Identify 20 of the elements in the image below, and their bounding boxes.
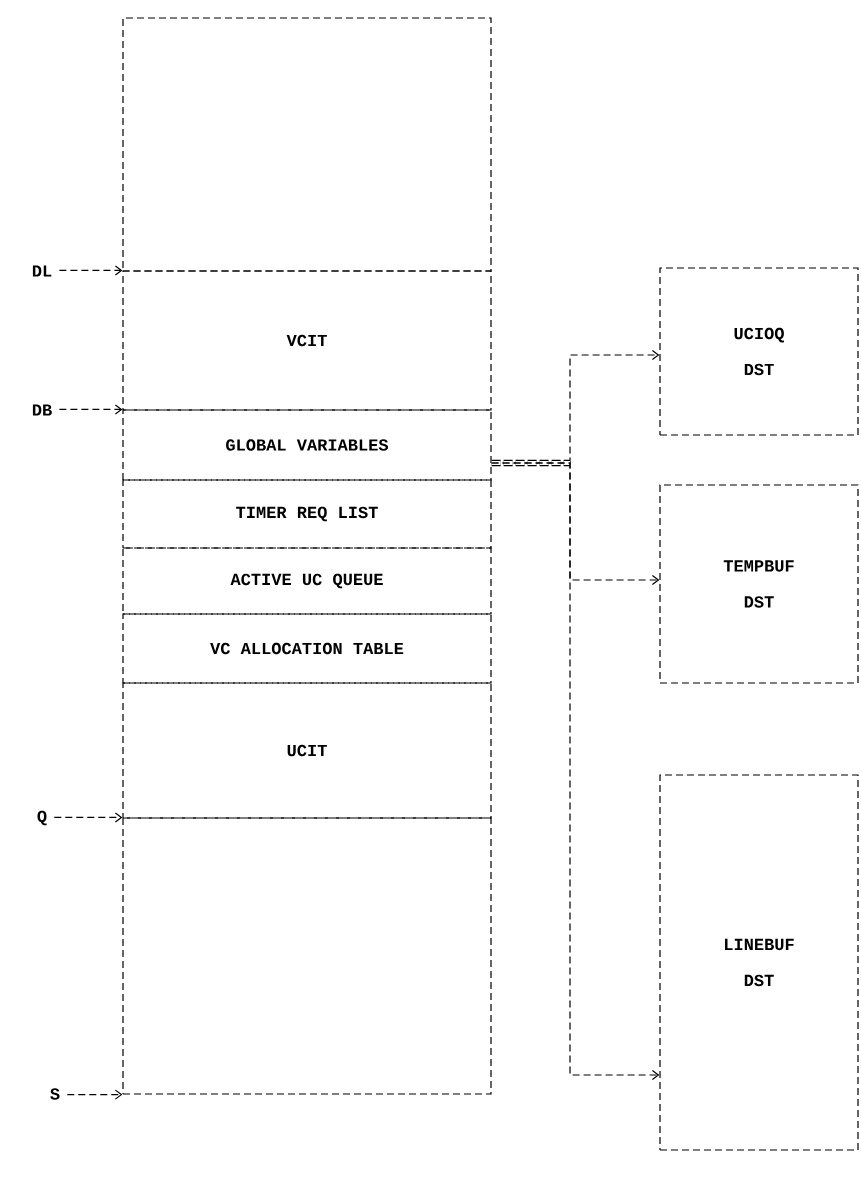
pointer-label: DL — [32, 265, 52, 277]
pointer-label: Q — [37, 810, 47, 826]
buffer-box: UCIOQ DST — [659, 267, 859, 436]
arrow — [53, 812, 123, 823]
pointer-label: S — [50, 1088, 60, 1100]
buffer-box: LINEBUF DST — [659, 774, 859, 1151]
memory-section: VCIT — [122, 270, 492, 411]
memory-section: TIMER REQ LIST — [122, 479, 492, 549]
memory-section: ACTIVE UC QUEUE — [122, 547, 492, 615]
arrow — [491, 462, 660, 1081]
arrow — [66, 1089, 123, 1100]
arrow — [58, 404, 123, 415]
buffer-box: TEMPBUF DST — [659, 484, 859, 684]
memory-section: UCIT — [122, 682, 492, 819]
memory-section: GLOBAL VARIABLES — [122, 409, 492, 481]
memory-section — [122, 17, 492, 272]
memory-section: VC ALLOCATION TABLE — [122, 613, 492, 684]
pointer-label: DB — [32, 404, 52, 416]
arrow — [58, 265, 123, 276]
memory-section — [122, 817, 492, 1095]
